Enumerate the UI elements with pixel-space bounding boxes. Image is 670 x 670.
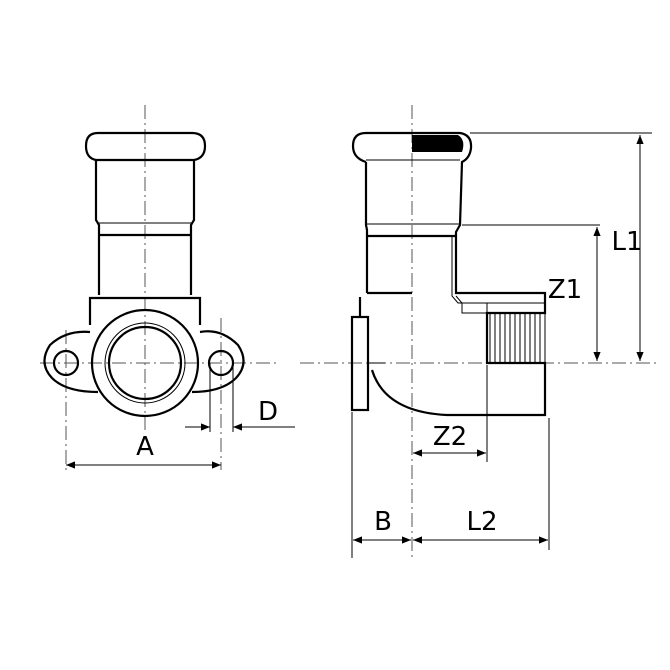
pipe-socket [364, 162, 369, 293]
elbow-outline [351, 131, 547, 417]
inner-wall-line [451, 236, 545, 304]
wall-flange [43, 330, 245, 394]
seal-ring [412, 135, 464, 152]
body-block [88, 296, 202, 325]
outlet-body-circle [90, 308, 200, 418]
mounting-hole-left [52, 349, 80, 377]
label-Z1: Z1 [548, 275, 582, 305]
label-B: B [374, 507, 392, 537]
label-L1: L1 [611, 227, 642, 257]
front-view: A D [40, 105, 295, 470]
label-Z2: Z2 [433, 422, 467, 452]
thread-bore [107, 325, 183, 401]
wall-hatch [455, 295, 488, 314]
thread-outer-circle [104, 322, 186, 404]
label-D: D [258, 397, 278, 427]
label-L2: L2 [466, 507, 497, 537]
internal-thread [489, 313, 546, 363]
side-view: L1 Z1 Z2 B L2 [300, 105, 660, 560]
label-A: A [136, 432, 154, 462]
